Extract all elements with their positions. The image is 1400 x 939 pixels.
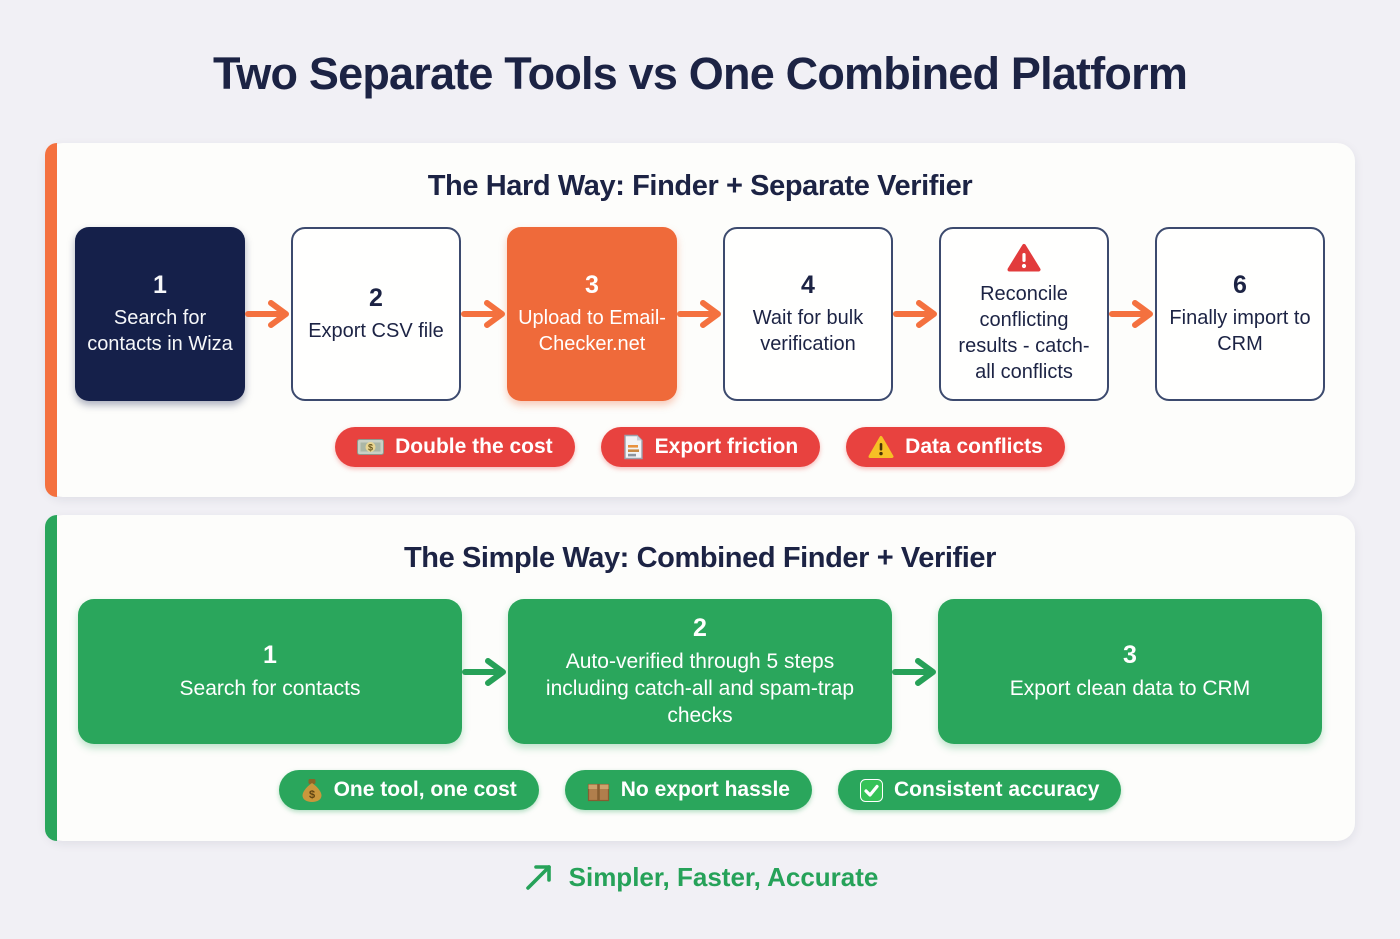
badge-consistent-accuracy: Consistent accuracy	[838, 770, 1122, 810]
step-label: Export CSV file	[308, 320, 444, 342]
simple-step-1: 1 Search for contacts	[78, 599, 462, 744]
simple-way-heading: The Simple Way: Combined Finder + Verifi…	[403, 542, 997, 574]
arrow-right-icon	[462, 657, 506, 686]
arrow-right-icon	[893, 300, 937, 328]
arrow-right-icon	[245, 300, 289, 328]
check-mark-icon	[860, 778, 883, 802]
hard-step-1: 1 Search for contacts in Wiza	[75, 227, 245, 401]
hard-step-4: 4 Wait for bulk verification	[723, 227, 893, 401]
badge-label: No export hassle	[620, 778, 790, 801]
page-title: Two Separate Tools vs One Combined Platf…	[212, 48, 1188, 99]
step-label: Search for contacts	[179, 676, 361, 700]
arrow-right-icon	[1109, 300, 1153, 328]
step-label: Wait for bulk verification	[752, 307, 864, 355]
hard-way-accent-bar	[45, 143, 57, 497]
step-number: 3	[585, 271, 599, 299]
badge-label: Data conflicts	[905, 435, 1043, 458]
step-label: Search for contacts in Wiza	[87, 307, 233, 355]
arrow-right-icon	[677, 300, 721, 328]
step-number: 1	[263, 640, 277, 669]
warning-icon	[868, 435, 894, 459]
badge-data-conflicts: Data conflicts	[846, 427, 1065, 467]
money-bag-icon: $	[301, 778, 323, 803]
step-number: 4	[801, 271, 815, 299]
hard-step-6: 6 Finally import to CRM	[1155, 227, 1325, 401]
footer-label: Simpler, Faster, Accurate	[568, 861, 879, 892]
document-icon	[623, 434, 644, 460]
banknote-icon: $	[357, 437, 385, 457]
simple-step-3: 3 Export clean data to CRM	[938, 599, 1322, 744]
hard-step-2: 2 Export CSV file	[291, 227, 461, 401]
step-label: Export clean data to CRM	[1009, 676, 1251, 700]
hard-way-steps-row: 1 Search for contacts in Wiza 2 Export C…	[45, 227, 1355, 401]
simple-way-steps-row: 1 Search for contacts 2 Auto-verified th…	[45, 599, 1355, 744]
badge-double-the-cost: $ Double the cost	[335, 427, 575, 467]
package-icon	[587, 779, 610, 802]
simple-way-accent-bar	[45, 515, 57, 841]
badge-one-tool-one-cost: $ One tool, one cost	[278, 770, 539, 810]
hard-way-badges-row: $ Double the cost Export friction	[45, 427, 1355, 467]
badge-label: Double the cost	[395, 435, 553, 458]
step-number: 2	[693, 613, 707, 642]
simple-way-badges-row: $ One tool, one cost No export hassle	[45, 770, 1355, 810]
hard-step-3: 3 Upload to Email-Checker.net	[507, 227, 677, 401]
trend-up-arrow-icon	[525, 865, 551, 890]
step-number: 2	[369, 284, 383, 312]
badge-label: Consistent accuracy	[894, 778, 1100, 801]
badge-export-friction: Export friction	[600, 427, 821, 467]
footer-tagline: Simpler, Faster, Accurate	[0, 860, 1400, 894]
hard-step-5: Reconcile conflicting results - catch-al…	[939, 227, 1109, 401]
alert-triangle-icon	[1007, 244, 1041, 272]
hard-way-panel: The Hard Way: Finder + Separate Verifier…	[45, 143, 1355, 497]
badge-label: One tool, one cost	[333, 778, 517, 801]
step-label: Auto-verified through 5 steps including …	[545, 649, 855, 728]
hard-way-heading: The Hard Way: Finder + Separate Verifier	[427, 170, 973, 202]
step-label: Upload to Email-Checker.net	[518, 307, 666, 355]
arrow-right-icon	[892, 657, 936, 686]
step-number: 3	[1123, 640, 1137, 669]
step-label: Finally import to CRM	[1169, 307, 1311, 355]
badge-no-export-hassle: No export hassle	[564, 770, 812, 810]
step-number: 1	[153, 271, 167, 299]
step-number: 6	[1233, 271, 1247, 299]
simple-way-panel: The Simple Way: Combined Finder + Verifi…	[45, 515, 1355, 841]
step-label: Reconcile conflicting results - catch-al…	[958, 283, 1090, 383]
svg-text:$: $	[309, 788, 315, 800]
arrow-right-icon	[461, 300, 505, 328]
badge-label: Export friction	[654, 435, 799, 458]
svg-text:$: $	[368, 442, 373, 452]
simple-step-2: 2 Auto-verified through 5 steps includin…	[508, 599, 892, 744]
